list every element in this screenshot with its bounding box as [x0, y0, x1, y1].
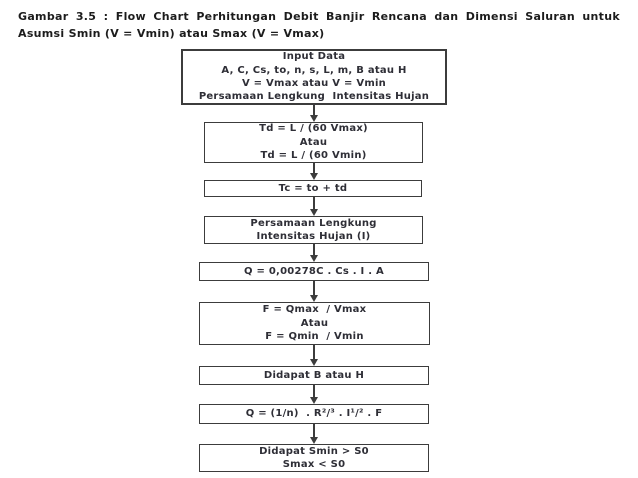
- flow-box-persamaan-lengkung: Persamaan Lengkung Intensitas Hujan (I): [204, 216, 423, 244]
- flow-box-q-manning: Q = (1/n) . R²/³ . I¹/² . F: [199, 404, 429, 424]
- arrow-shaft: [313, 244, 315, 255]
- flow-box-line: Persamaan Lengkung: [250, 217, 377, 229]
- flow-box-line: Tc = to + td: [278, 182, 348, 194]
- flow-box-line: Td = L / (60 Vmax): [259, 123, 368, 135]
- flow-box-line: A, C, Cs, to, n, s, L, m, B atau H: [221, 64, 407, 76]
- flow-box-line: Atau: [300, 317, 329, 329]
- flow-box-line: Persamaan Lengkung Intensitas Hujan: [198, 91, 430, 103]
- arrow-shaft: [313, 424, 315, 437]
- flow-box-line: Didapat B atau H: [263, 369, 365, 381]
- flow-box-line: V = Vmax atau V = Vmin: [241, 78, 387, 89]
- flow-box-line: Smax < S0: [282, 459, 346, 470]
- arrow-shaft: [313, 281, 315, 295]
- arrow-down-icon: [309, 163, 319, 180]
- flow-box-line: Td = L / (60 Vmin): [260, 150, 367, 162]
- arrow-shaft: [313, 345, 315, 359]
- flow-box-didapat-b-h: Didapat B atau H: [199, 366, 429, 385]
- arrow-down-icon: [309, 281, 319, 302]
- arrow-shaft: [313, 163, 315, 173]
- flow-box-line: F = Qmax / Vmax: [262, 304, 367, 316]
- flow-box-line: Didapat Smin > S0: [259, 445, 369, 457]
- figure-caption: Gambar 3.5 : Flow Chart Perhitungan Debi…: [18, 8, 620, 42]
- arrow-head: [310, 397, 318, 404]
- flow-box-didapat-s: Didapat Smin > S0 Smax < S0: [199, 444, 429, 472]
- arrow-head: [310, 115, 318, 122]
- arrow-head: [310, 295, 318, 302]
- flow-box-q-rasional: Q = 0,00278C . Cs . I . A: [199, 262, 429, 281]
- arrow-head: [310, 173, 318, 180]
- flow-box-title: Input Data: [282, 51, 346, 63]
- flow-box-input-data: Input Data A, C, Cs, to, n, s, L, m, B a…: [181, 49, 447, 105]
- arrow-down-icon: [309, 244, 319, 262]
- arrow-down-icon: [309, 105, 319, 122]
- arrow-head: [310, 209, 318, 216]
- arrow-shaft: [313, 105, 315, 115]
- arrow-down-icon: [309, 345, 319, 366]
- flow-box-line: Q = (1/n) . R²/³ . I¹/² . F: [245, 408, 383, 420]
- arrow-down-icon: [309, 424, 319, 444]
- arrow-head: [310, 359, 318, 366]
- arrow-head: [310, 437, 318, 444]
- figure-caption-line1: Gambar 3.5 : Flow Chart Perhitungan Debi…: [18, 10, 620, 23]
- flow-box-line: Q = 0,00278C . Cs . I . A: [243, 265, 384, 277]
- arrow-shaft: [313, 385, 315, 397]
- arrow-shaft: [313, 197, 315, 209]
- arrow-down-icon: [309, 385, 319, 404]
- flow-box-line: Intensitas Hujan (I): [256, 231, 371, 242]
- flow-box-f-formula: F = Qmax / Vmax Atau F = Qmin / Vmin: [199, 302, 430, 345]
- arrow-down-icon: [309, 197, 319, 216]
- flow-box-tc-formula: Tc = to + td: [204, 180, 422, 197]
- flow-box-line: F = Qmin / Vmin: [265, 331, 364, 343]
- figure-caption-line2: Asumsi Smin (V = Vmin) atau Smax (V = Vm…: [18, 27, 325, 40]
- flow-box-td-formula: Td = L / (60 Vmax) Atau Td = L / (60 Vmi…: [204, 122, 423, 163]
- flow-box-line: Atau: [299, 136, 328, 148]
- arrow-head: [310, 255, 318, 262]
